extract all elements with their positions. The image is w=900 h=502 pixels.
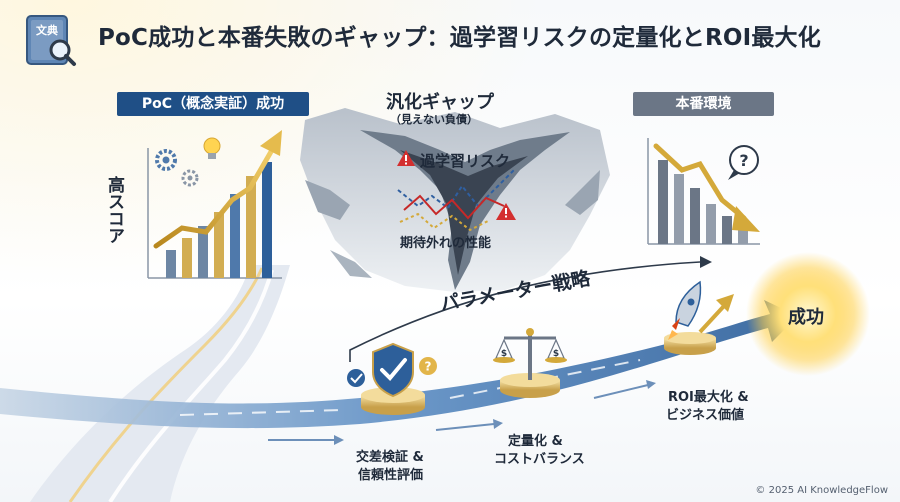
- step-cross-validation-line2: 信頼性評価: [358, 468, 424, 483]
- production-environment-badge: 本番環境: [633, 92, 774, 116]
- copyright-text: © 2025 AI KnowledgeFlow: [755, 485, 888, 496]
- warning-icon: [496, 203, 516, 220]
- road: [30, 265, 290, 502]
- step-roi-line2: ビジネス価値: [666, 408, 745, 423]
- generalization-gap-subtitle: （見えない負債）: [390, 113, 478, 126]
- overfitting-risk-label: 過学習リスク: [420, 152, 511, 170]
- small-arrow: [268, 435, 344, 445]
- generalization-gap-title: 汎化ギャップ: [386, 92, 494, 113]
- success-sun: [746, 252, 870, 376]
- small-arrow: [435, 419, 503, 431]
- step-quantification-line2: コストバランス: [494, 452, 585, 467]
- risk-line-blue: [397, 169, 515, 210]
- road-light-streak: [68, 267, 264, 502]
- poc-success-badge: PoC（概念実証）成功: [117, 92, 309, 116]
- check-circle-icon: [347, 369, 365, 387]
- page-title: PoC成功と本番失敗のギャップ：過学習リスクの定量化とROI最大化: [98, 25, 821, 51]
- unexpected-performance-label: 期待外れの性能: [400, 236, 492, 251]
- rocket-icon: [664, 280, 734, 355]
- svg-text:?: ?: [739, 151, 748, 170]
- strategy-arch-arrow: [700, 256, 712, 268]
- high-score-label: 高スコア: [104, 176, 124, 244]
- gear-icon: [155, 149, 177, 171]
- step-quantification-line1: 定量化 &: [508, 434, 563, 449]
- step-cross-validation-line1: 交差検証 &: [356, 450, 424, 465]
- strategy-arch: [349, 261, 701, 362]
- logo: 文典: [22, 12, 80, 70]
- dictionary-magnifier-icon: 文典: [26, 15, 76, 66]
- crevasse: [300, 108, 610, 292]
- svg-text:?: ?: [425, 360, 432, 374]
- svg-text:文典: 文典: [36, 23, 58, 37]
- step-roi-line1: ROI最大化 &: [668, 390, 749, 405]
- lightbulb-icon: [203, 137, 221, 159]
- svg-text:$: $: [501, 349, 507, 359]
- question-bubble-icon: ?: [728, 145, 759, 180]
- risk-line-red: [403, 194, 505, 220]
- road-light-streak: [108, 269, 274, 502]
- balance-scale-icon: $ $: [493, 328, 567, 398]
- warning-icon: [397, 150, 415, 166]
- question-circle-icon: ?: [419, 357, 437, 375]
- small-arrow: [593, 380, 656, 399]
- success-label: 成功: [788, 307, 824, 328]
- gear-icon: [181, 169, 199, 187]
- lane-dash: [179, 409, 341, 416]
- poc-growth-chart: [147, 130, 282, 279]
- svg-text:$: $: [553, 349, 559, 359]
- production-decline-chart: [647, 138, 760, 245]
- shield-check-icon: [361, 342, 425, 415]
